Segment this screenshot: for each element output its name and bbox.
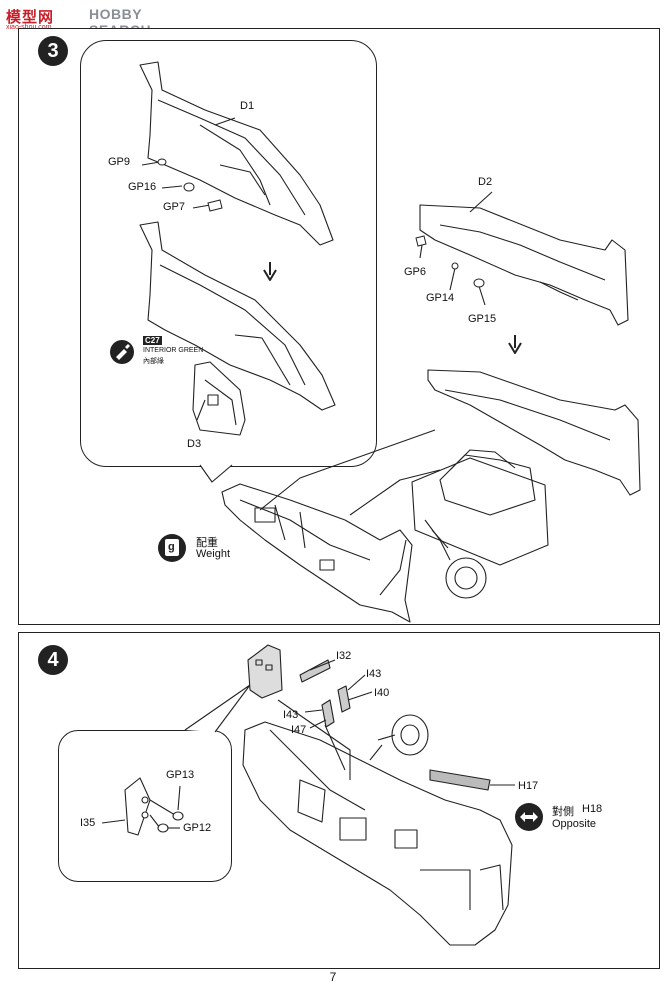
paint-name-en: INTERIOR GREEN bbox=[143, 347, 204, 354]
label-gp16: GP16 bbox=[128, 181, 157, 193]
label-i35: I35 bbox=[80, 817, 96, 829]
leader-d2 bbox=[469, 191, 493, 213]
weight-icon-letter: g bbox=[168, 541, 175, 553]
part-d1-drawing bbox=[139, 61, 334, 246]
step-3-inset bbox=[80, 40, 377, 467]
step-3-drawings bbox=[139, 61, 641, 623]
label-gp12: GP12 bbox=[183, 822, 212, 834]
arrow-down-1 bbox=[263, 262, 277, 281]
leader-seat bbox=[277, 699, 351, 780]
leader-gear bbox=[431, 529, 449, 549]
watermark-site: xiao-shou.com bbox=[6, 24, 52, 31]
label-gp7: GP7 bbox=[163, 201, 186, 213]
part-d3-drawing bbox=[192, 361, 246, 436]
label-i40: I40 bbox=[374, 687, 390, 699]
leader-i32 bbox=[309, 659, 336, 671]
label-d1: D1 bbox=[240, 100, 255, 112]
part-gp16-shape bbox=[183, 182, 195, 192]
fuselage-assembled-drawing bbox=[221, 483, 413, 623]
leader-d1 bbox=[214, 117, 236, 126]
leader-i35 bbox=[101, 819, 126, 824]
label-gp9: GP9 bbox=[108, 156, 131, 168]
landing-gear-drawing bbox=[424, 519, 487, 599]
leader-gp16 bbox=[161, 185, 183, 189]
part-d2-drawing bbox=[419, 204, 629, 326]
leader-tub bbox=[349, 469, 441, 516]
paint-code: C27 bbox=[143, 336, 162, 345]
part-gp9-shape bbox=[157, 158, 167, 166]
part-gp12-shape bbox=[157, 823, 169, 833]
label-i32: I32 bbox=[336, 650, 352, 662]
label-gp14: GP14 bbox=[426, 292, 455, 304]
label-gp15: GP15 bbox=[468, 313, 497, 325]
label-i43-top: I43 bbox=[366, 668, 382, 680]
part-i47-shape bbox=[321, 699, 335, 728]
callout-pointer bbox=[199, 464, 233, 483]
part-gp14-shape bbox=[451, 262, 459, 270]
part-i43-shape bbox=[337, 685, 351, 713]
weight-label-en: Weight bbox=[196, 548, 231, 560]
assembled-right-half-drawing bbox=[427, 369, 641, 496]
leader-i40 bbox=[347, 691, 373, 701]
opposite-label-en: Opposite bbox=[552, 818, 597, 830]
paint-name-zh: 內部綠 bbox=[143, 358, 164, 365]
label-i43-bottom: I43 bbox=[283, 709, 299, 721]
step-4-number: 4 bbox=[38, 645, 68, 675]
label-h17: H17 bbox=[518, 780, 539, 792]
leader-gp9 bbox=[141, 161, 161, 166]
weight-label-zh: 配重 bbox=[196, 537, 218, 549]
part-gp13-shape bbox=[172, 811, 184, 821]
watermark-logo: 模型网 bbox=[6, 8, 55, 26]
weight-icon: g bbox=[158, 534, 186, 562]
leader-gp7 bbox=[192, 204, 211, 209]
leader-tail bbox=[324, 724, 346, 771]
inset-pointer bbox=[184, 684, 251, 733]
opposite-label-zh: 對側 bbox=[552, 806, 574, 818]
opposite-arrows-icon bbox=[515, 803, 543, 831]
fuselage-step4-drawing bbox=[242, 721, 513, 946]
part-seat-back-drawing bbox=[247, 644, 283, 699]
cockpit-tub-drawing bbox=[411, 449, 549, 566]
leader-gp6 bbox=[419, 244, 423, 259]
leader-i47 bbox=[309, 719, 327, 729]
leader-gp13 bbox=[177, 785, 181, 811]
part-h17-shape bbox=[429, 769, 491, 791]
page-number: 7 bbox=[329, 970, 337, 984]
leader-gp14 bbox=[449, 267, 456, 291]
opposite-part: H18 bbox=[582, 803, 603, 815]
part-gp6-shape bbox=[415, 235, 427, 247]
label-gp13: GP13 bbox=[166, 769, 195, 781]
label-gp6: GP6 bbox=[404, 266, 427, 278]
leader-i43 bbox=[347, 674, 366, 691]
paint-brush-icon bbox=[110, 340, 134, 364]
part-gp15-shape bbox=[473, 278, 485, 288]
leader-d3 bbox=[196, 399, 206, 421]
label-d2: D2 bbox=[478, 176, 493, 188]
leader-assembly bbox=[259, 429, 436, 511]
leader-i43b bbox=[304, 709, 323, 713]
part-i35-shape bbox=[124, 777, 151, 836]
arrow-down-2 bbox=[508, 335, 522, 354]
label-d3: D3 bbox=[187, 438, 202, 450]
part-d1-assembled-drawing bbox=[139, 221, 336, 411]
part-gp7-shape bbox=[207, 199, 223, 212]
step-3-number: 3 bbox=[38, 36, 68, 66]
label-i47: I47 bbox=[291, 724, 307, 736]
tail-wheel-drawing bbox=[369, 714, 429, 761]
